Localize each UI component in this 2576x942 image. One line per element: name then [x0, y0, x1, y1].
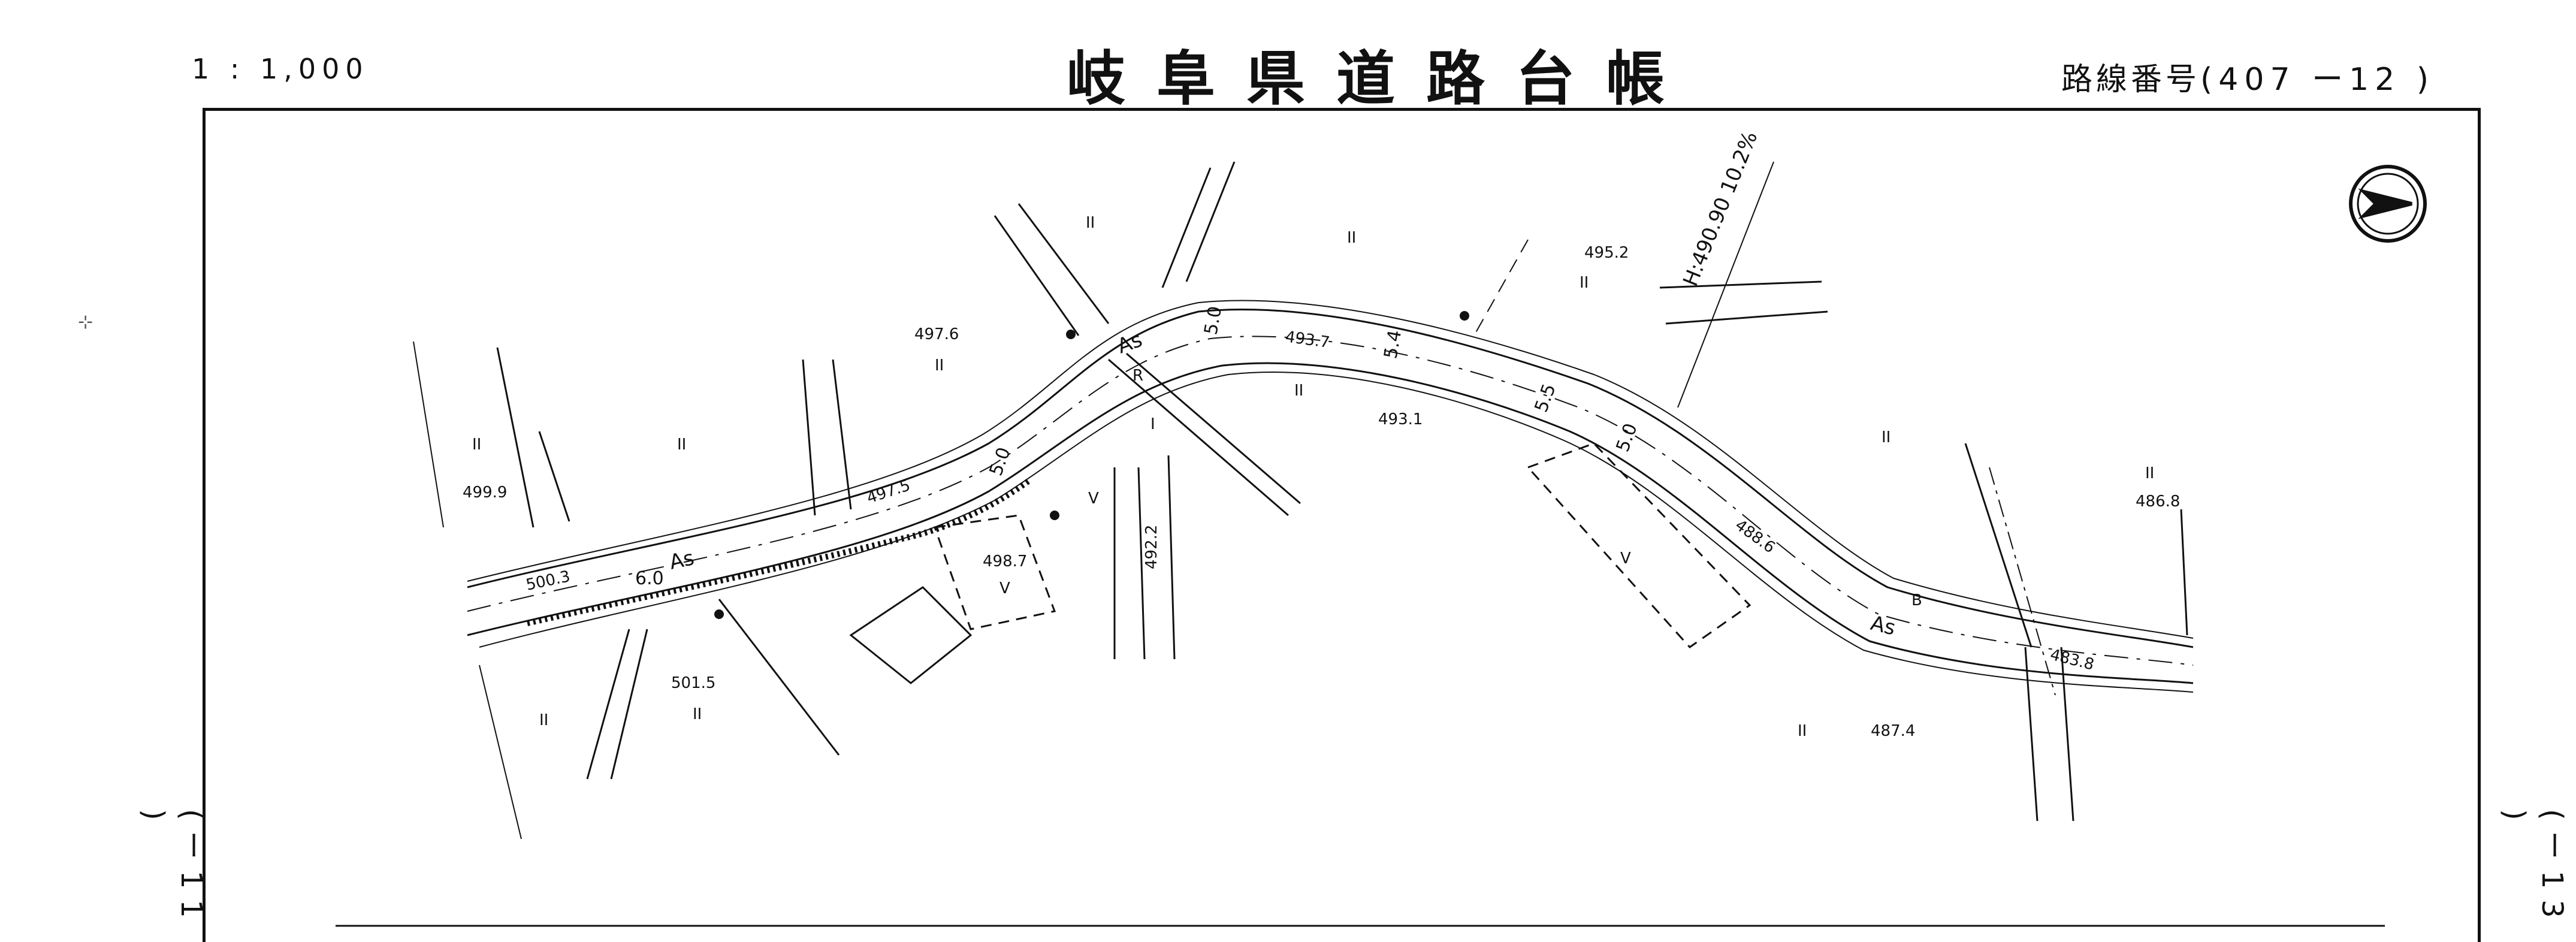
adjacent-sheet-right: (ー13 ) — [2498, 809, 2569, 929]
road-edge-inner — [467, 362, 2194, 684]
north-arrow-icon — [2349, 165, 2427, 243]
road-marker: R — [1133, 367, 1143, 385]
road-edge-outer-2 — [467, 300, 2194, 639]
side-road-11 — [1964, 443, 2033, 648]
elevation-label: 493.7 — [1284, 328, 1331, 352]
elevation-label: 497.6 — [914, 325, 959, 343]
width-label: 5.4 — [1380, 328, 1406, 360]
width-label: 6.0 — [635, 568, 664, 589]
curb-hatch — [526, 476, 1032, 626]
land-mark: II — [2145, 464, 2154, 482]
elevation-label: 493.1 — [1378, 410, 1423, 428]
adjacent-sheet-left: (ー11 ) — [137, 809, 208, 929]
elevation-label: 492.2 — [1143, 525, 1161, 569]
route-number-value: (407 ー12 ) — [2200, 62, 2435, 98]
land-mark: V — [1088, 490, 1099, 508]
gradient-line — [1677, 161, 1774, 408]
land-mark: II — [1798, 722, 1807, 740]
land-mark: II — [539, 711, 548, 729]
land-mark: II — [1294, 382, 1303, 400]
route-label: 路線番号 — [2061, 62, 2201, 98]
width-label: 5.0 — [986, 445, 1015, 479]
elevation-label: 499.9 — [463, 484, 507, 502]
elevation-label: 495.2 — [1584, 244, 1629, 262]
side-road-9 — [2024, 647, 2074, 822]
surface-code: As — [1868, 611, 1898, 641]
elevation-label: 487.4 — [1871, 722, 1915, 740]
width-label: 5.5 — [1531, 381, 1560, 415]
road-marker: B — [1911, 591, 1922, 609]
parcel-dashed-2 — [933, 514, 1056, 630]
land-mark: V — [999, 579, 1010, 597]
dashdot-line — [1989, 467, 2056, 696]
land-mark: II — [1347, 229, 1356, 247]
elevation-label: 486.8 — [2136, 493, 2180, 511]
elevation-label: 501.5 — [671, 674, 715, 692]
side-road-5 — [802, 359, 852, 516]
elevation-label: 498.7 — [983, 552, 1027, 570]
road-centerline — [467, 336, 2194, 666]
gradient-label: H:490.90 10.2% — [1678, 128, 1762, 290]
dashed-line — [1473, 239, 1529, 336]
boundary-left — [413, 341, 522, 840]
land-mark: II — [693, 705, 702, 723]
side-road-12 — [496, 347, 570, 528]
building-outline — [849, 586, 973, 684]
side-road-8 — [1659, 280, 1828, 325]
land-mark: II — [677, 436, 686, 454]
side-road-3 — [586, 629, 648, 780]
land-mark: V — [1620, 550, 1631, 567]
elevation-label: 483.8 — [2048, 646, 2095, 674]
sheet-header: 1 : 1,000 岐阜県道路台帳 路線番号(407 ー12 ) — [0, 0, 2576, 113]
side-road-6 — [1113, 455, 1176, 660]
land-mark: II — [935, 357, 944, 375]
margin-mark: ⊹ — [78, 312, 93, 333]
map-scale: 1 : 1,000 — [192, 53, 369, 85]
width-label: 5.0 — [1200, 304, 1226, 336]
sheet-title: 岐阜県道路台帳 — [1067, 45, 1696, 113]
side-road-1 — [993, 203, 1110, 336]
elevation-label: 488.6 — [1732, 516, 1778, 557]
parcel-dashed — [1526, 442, 1751, 648]
side-road-7 — [1161, 161, 1236, 288]
side-road-2 — [1108, 352, 1301, 517]
map-frame — [203, 108, 2481, 942]
land-mark: II — [1882, 428, 1891, 446]
side-road-4 — [718, 599, 840, 756]
land-mark: II — [472, 436, 481, 454]
side-road-10 — [2180, 509, 2188, 636]
land-mark: II — [1086, 214, 1095, 232]
road-edge-outer — [467, 309, 2194, 648]
land-mark: I — [1150, 415, 1155, 433]
land-mark: II — [1580, 274, 1589, 292]
surface-code: As — [668, 546, 696, 575]
route-number: 路線番号(407 ー12 ) — [2061, 54, 2435, 99]
road-edge-inner-2 — [479, 372, 2194, 693]
